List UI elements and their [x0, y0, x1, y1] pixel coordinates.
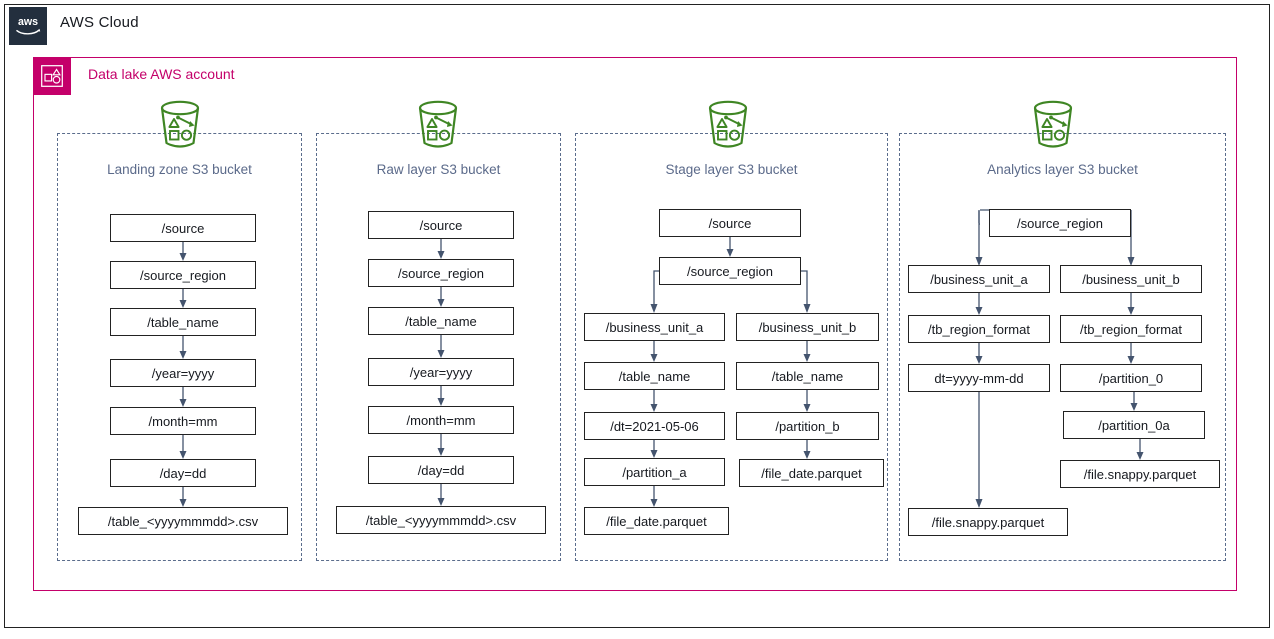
- node-path[interactable]: /tb_region_format: [908, 315, 1050, 343]
- group-title-analytics-layer: Analytics layer S3 bucket: [987, 162, 1138, 177]
- node-path[interactable]: /source: [110, 214, 256, 242]
- node-path[interactable]: /dt=2021-05-06: [584, 412, 725, 440]
- node-path[interactable]: /partition_a: [584, 458, 725, 486]
- node-path[interactable]: dt=yyyy-mm-dd: [908, 364, 1050, 392]
- group-title-stage-layer: Stage layer S3 bucket: [665, 162, 798, 177]
- node-path[interactable]: /source_region: [989, 209, 1131, 237]
- s3-bucket-icon: [410, 98, 466, 152]
- node-path[interactable]: /partition_0: [1060, 364, 1202, 392]
- node-path[interactable]: /table_<yyyymmmdd>.csv: [78, 507, 288, 535]
- svg-text:aws: aws: [18, 16, 38, 28]
- node-path[interactable]: /file.snappy.parquet: [908, 508, 1068, 536]
- node-path[interactable]: /business_unit_a: [908, 265, 1050, 293]
- node-path[interactable]: /day=dd: [368, 456, 514, 484]
- group-landing-zone: [57, 133, 302, 561]
- node-path[interactable]: /tb_region_format: [1060, 315, 1202, 343]
- node-path[interactable]: /business_unit_b: [736, 313, 879, 341]
- s3-bucket-icon: [700, 98, 756, 152]
- node-path[interactable]: /business_unit_a: [584, 313, 725, 341]
- node-path[interactable]: /month=mm: [368, 406, 514, 434]
- s3-bucket-icon: [1025, 98, 1081, 152]
- node-path[interactable]: /source_region: [659, 257, 801, 285]
- node-path[interactable]: /year=yyyy: [110, 359, 256, 387]
- node-path[interactable]: /business_unit_b: [1060, 265, 1202, 293]
- account-title: Data lake AWS account: [88, 66, 235, 82]
- node-path[interactable]: /table_name: [368, 307, 514, 335]
- node-path[interactable]: /source_region: [110, 261, 256, 289]
- node-path[interactable]: /table_<yyyymmmdd>.csv: [336, 506, 546, 534]
- group-analytics-layer: [899, 133, 1226, 561]
- aws-logo-icon: aws: [9, 7, 47, 45]
- group-title-raw-layer: Raw layer S3 bucket: [376, 162, 501, 177]
- aws-account-icon: [33, 57, 71, 95]
- node-path[interactable]: /file_date.parquet: [739, 459, 884, 487]
- node-path[interactable]: /partition_b: [736, 412, 879, 440]
- group-title-landing-zone: Landing zone S3 bucket: [107, 162, 252, 177]
- node-path[interactable]: /table_name: [584, 362, 725, 390]
- node-path[interactable]: /table_name: [110, 308, 256, 336]
- node-path[interactable]: /table_name: [736, 362, 879, 390]
- s3-bucket-icon: [152, 98, 208, 152]
- node-path[interactable]: /source: [368, 211, 514, 239]
- node-path[interactable]: /year=yyyy: [368, 358, 514, 386]
- group-stage-layer: [575, 133, 888, 561]
- node-path[interactable]: /file.snappy.parquet: [1060, 460, 1220, 488]
- node-path[interactable]: /source_region: [368, 259, 514, 287]
- group-raw-layer: [316, 133, 561, 561]
- node-path[interactable]: /partition_0a: [1063, 411, 1205, 439]
- node-path[interactable]: /source: [659, 209, 801, 237]
- node-path[interactable]: /month=mm: [110, 407, 256, 435]
- node-path[interactable]: /day=dd: [110, 459, 256, 487]
- node-path[interactable]: /file_date.parquet: [584, 507, 729, 535]
- aws-cloud-title: AWS Cloud: [60, 14, 139, 31]
